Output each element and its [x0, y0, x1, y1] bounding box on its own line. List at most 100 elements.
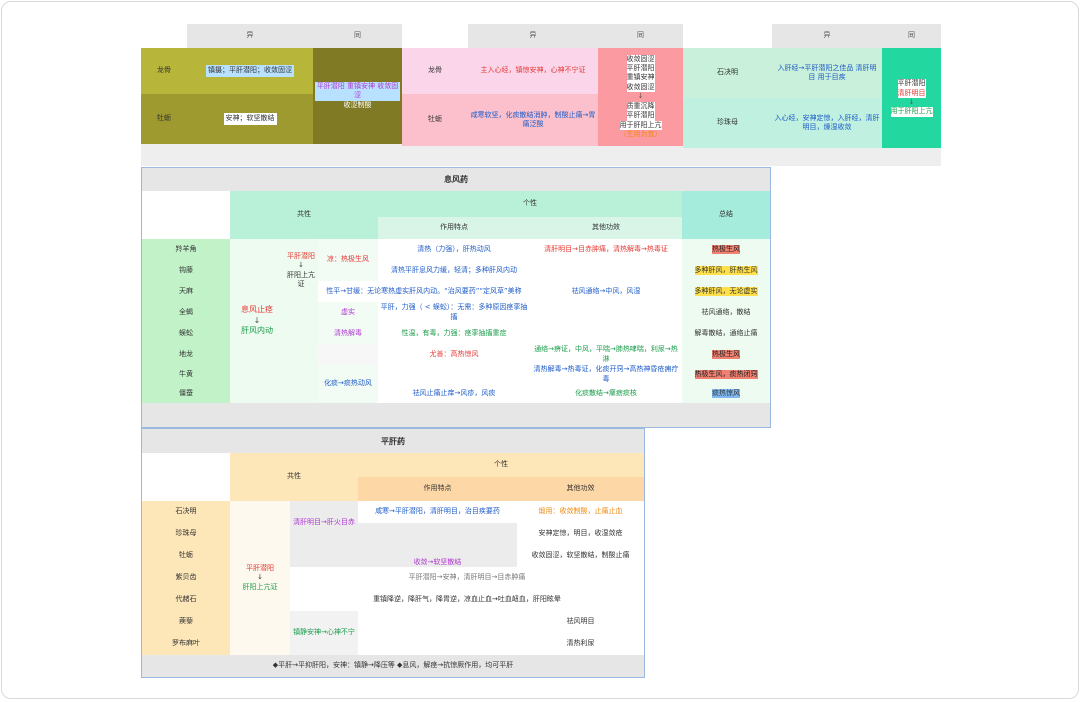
row-diff: 入心经，安神定惊，入肝经，清肝明目，燥湿收敛 [772, 98, 882, 148]
other-cell [530, 260, 682, 281]
compare-panel-3: 异 同 石决明 入肝经→平肝潜阳之佳品 清肝明目 用于目疾 珍珠母 入心经，安神… [683, 24, 941, 166]
table-pinggan: 平肝药 共性 个性 作用特点 其他功效 石决明 珍珠母 牡蛎 紫贝齿 代赭石 蒺… [141, 428, 645, 678]
function-cell [378, 365, 530, 384]
common-main: 平肝潜阳 ↓ 肝阳上亢证 [230, 501, 290, 655]
table-title: 平肝药 [142, 429, 644, 453]
summary-cell: 痰热惊风 [682, 384, 770, 403]
summary-cell: 多种肝风，肝热生风 [682, 260, 770, 281]
other-cell: 通络→痹证，中风，平喘→肺热哮喘，利尿→热淋 [530, 344, 682, 365]
other-cell: 化痰散结→瘰疬痰核 [530, 384, 682, 403]
header-same: 同 [882, 24, 941, 48]
header-individual: 个性 [378, 191, 682, 217]
summary-cell: 祛风通络，散结 [682, 302, 770, 323]
drug-name: 僵蚕 [142, 384, 230, 403]
same-cell: 收敛固涩 平肝潜阳 重镇安神 收敛固涩 ↓ 质重沉降 平肝潜阳 用于肝阳上亢 （… [598, 48, 683, 146]
mid-label: 虚实 [318, 302, 378, 323]
same-cell: 平肝潜阳 清肝明目 ↓ 用于肝阳上亢 [882, 48, 941, 148]
header-same: 同 [313, 24, 402, 48]
header-diff: 异 [772, 24, 882, 48]
sub-group-blank [290, 545, 358, 567]
drug-name: 全蝎 [142, 302, 230, 323]
mid-label: 凉：热极生风 [318, 239, 378, 281]
drug-name: 牛黄 [142, 365, 230, 384]
compare-panel-1: 异 同 龙骨 镇摄；平肝潜阳；收敛固涩 牡蛎 安神；软坚散结 平肝潜阳 重镇安神… [141, 24, 402, 166]
header-same: 同 [598, 24, 683, 48]
common-group-a: 平肝潜阳 ↓ 肝阳上亢证 [284, 239, 318, 302]
row-name: 石决明 [683, 48, 772, 98]
header-diff: 异 [468, 24, 598, 48]
other-cell [530, 323, 682, 344]
header-summary: 总结 [682, 191, 770, 239]
row-diff: 镇摄；平肝潜阳；收敛固涩 [187, 48, 313, 94]
function-cell: 咸寒→平肝潜阳，清肝明目，治目疾要药 [358, 501, 517, 523]
other-cell: 清热解毒→热毒证，化痰开窍→高热神昏疮痈疔毒 [530, 365, 682, 384]
corner-cell [402, 24, 468, 48]
row-diff: 安神；软坚散结 [187, 94, 313, 144]
header-function: 作用特点 [378, 217, 530, 239]
drug-name: 钩藤 [142, 260, 230, 281]
other-cell: 祛风明目 [517, 611, 644, 633]
function-cell: 平肝潜阳→安神，清肝明目→目赤肿痛 [290, 567, 644, 589]
row-name: 牡蛎 [402, 94, 468, 146]
row-name: 珍珠母 [683, 98, 772, 148]
table-title: 息风药 [142, 168, 770, 191]
corner-cell [142, 453, 230, 501]
row-diff: 入肝经→平肝潜阳之佳品 清肝明目 用于目疾 [772, 48, 882, 98]
header-other: 其他功效 [530, 217, 682, 239]
header-diff: 异 [187, 24, 313, 48]
drug-name: 地龙 [142, 344, 230, 365]
row-name: 龙骨 [141, 48, 187, 94]
row-name: 龙骨 [402, 48, 468, 94]
function-cell [358, 611, 517, 655]
table-footer [142, 403, 770, 427]
other-cell: 清肝明目→目赤肿痛，清热解毒→热毒证 [530, 239, 682, 260]
common-group-b-blank [284, 302, 318, 403]
drug-name: 珍珠母 [142, 523, 230, 545]
function-cell: 收敛→软坚散结 [358, 523, 517, 567]
sub-group: 镇静安神→心神不宁 [290, 611, 358, 655]
other-cell: 祛风通络→中风，风湿 [530, 281, 682, 302]
corner-cell [141, 24, 187, 48]
mid-label: 清热解毒 [318, 323, 378, 344]
header-other: 其他功效 [517, 477, 644, 501]
other-cell: 安神定惊，明目，收湿敛疮 [517, 523, 644, 545]
compare-panel-2: 异 同 龙骨 主入心经，镇惊安神，心神不宁证 牡蛎 咸寒软坚，化痰散结消肿，制酸… [402, 24, 683, 166]
drug-name: 天麻 [142, 281, 230, 302]
function-cell: 祛风止痛止痒→风疹，风痰 [378, 384, 530, 403]
drug-name: 蒺藜 [142, 611, 230, 633]
header-function: 作用特点 [358, 477, 517, 501]
drug-name: 罗布麻叶 [142, 633, 230, 655]
summary-cell: 多种肝风，无论虚实 [682, 281, 770, 302]
other-cell: 收敛固涩，软坚散结，制酸止痛 [517, 545, 644, 567]
function-cell: 性温，有毒，力强：痉挛抽搐重症 [378, 323, 530, 344]
other-cell [530, 302, 682, 323]
drug-name: 紫贝齿 [142, 567, 230, 589]
row-diff: 主入心经，镇惊安神，心神不宁证 [468, 48, 598, 94]
drug-name: 牡蛎 [142, 545, 230, 567]
common-main: 息风止痉 ↓ 肝风内动 [230, 239, 284, 403]
function-cell: 尤善：高热惊风 [378, 344, 530, 365]
function-cell: 重镇降逆，降肝气，降胃逆，凉血止血→吐血衄血，肝阳眩晕 [290, 589, 644, 611]
function-cell: 平肝，力强（ < 蜈蚣）：无需：多种原因痉挛抽搐 [378, 302, 530, 323]
other-cell: 清热利尿 [517, 633, 644, 655]
corner-cell [142, 191, 230, 239]
table-footer-note: ◆平肝→平抑肝阳，安神：镇静→降压等 ◆息风，解痉→抗惊厥作用，均可平肝 [142, 655, 644, 677]
function-cell: 清热（力强），肝热动风 [378, 239, 530, 260]
mid-label: 化痰→痰热动风 [318, 365, 378, 403]
function-cell: 性平→甘缓：无论寒热虚实肝风内动。“治风要药”“定风草”美称 [318, 281, 530, 302]
corner-cell [683, 24, 772, 48]
function-cell: 清热平肝息风力缓，轻清；多种肝风内动 [378, 260, 530, 281]
same-cell: 平肝潜阳 重镇安神 收敛固涩 收涩制酸 [313, 48, 402, 144]
summary-cell: 热极生风 [682, 344, 770, 365]
header-common: 共性 [230, 191, 378, 239]
drug-name: 羚羊角 [142, 239, 230, 260]
summary-cell: 热极生风，痰热闭窍 [682, 365, 770, 384]
drug-name: 石决明 [142, 501, 230, 523]
header-individual: 个性 [358, 453, 644, 477]
header-common: 共性 [230, 453, 358, 501]
summary-cell: 解毒散结，通络止痛 [682, 323, 770, 344]
summary-cell: 热极生风 [682, 239, 770, 260]
row-diff: 咸寒软坚，化痰散结消肿，制酸止痛→胃痛泛酸 [468, 94, 598, 146]
sub-group: 清肝明目→肝火目赤 [290, 501, 358, 545]
drug-name: 代赭石 [142, 589, 230, 611]
